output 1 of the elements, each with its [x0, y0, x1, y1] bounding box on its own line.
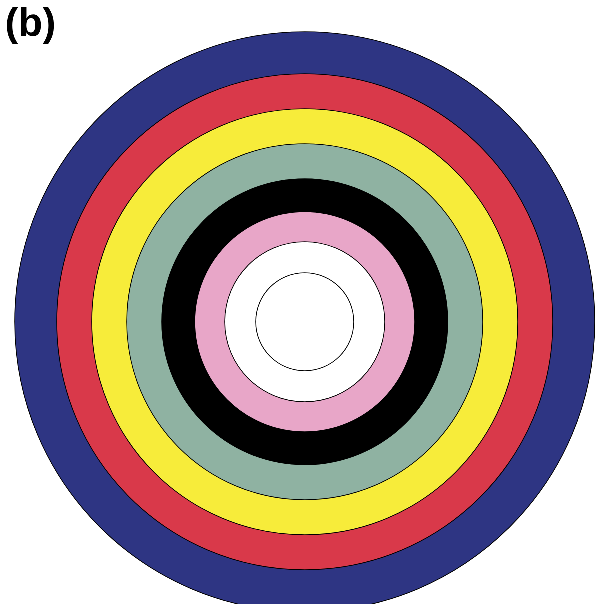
panel-label: (b)	[7, 7, 54, 44]
